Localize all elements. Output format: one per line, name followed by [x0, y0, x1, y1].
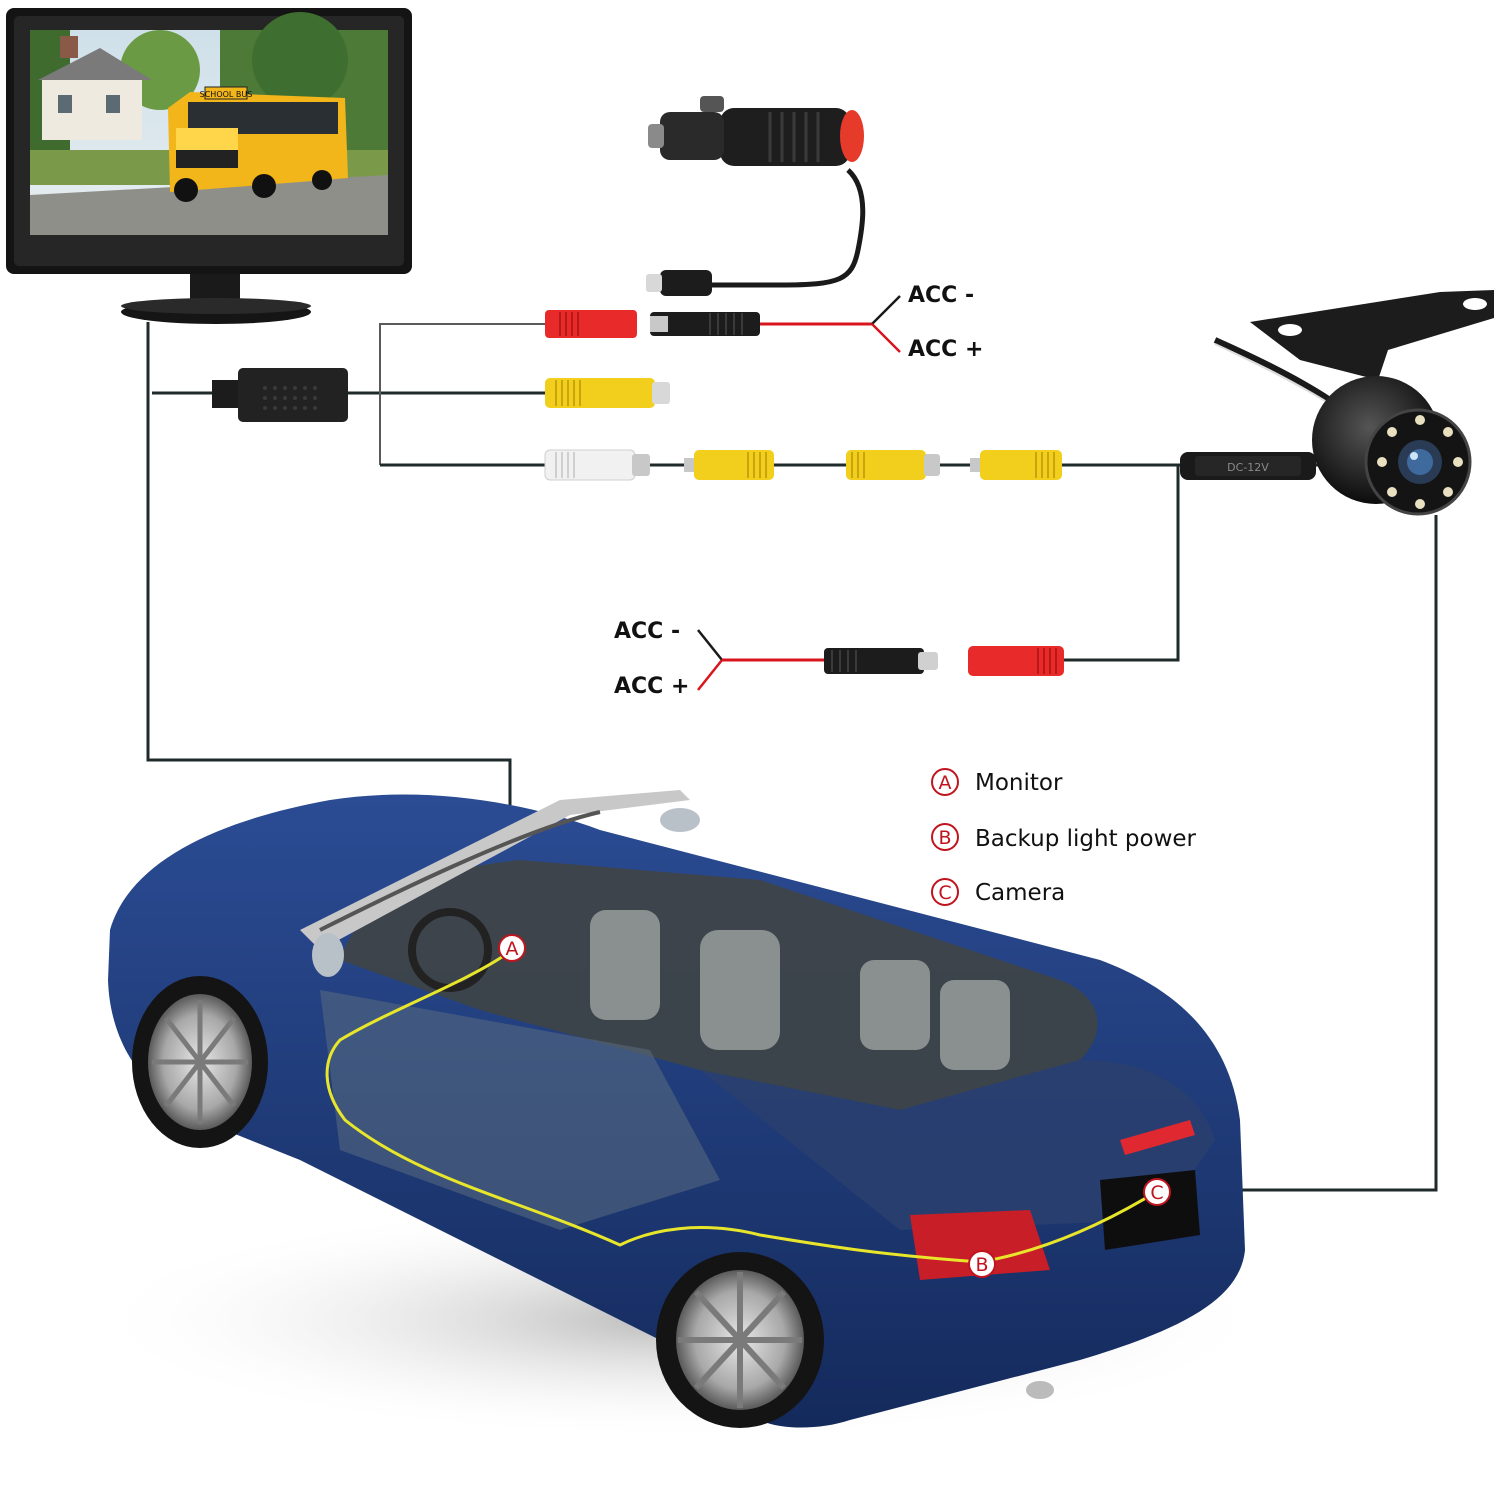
monitor-screen: SCHOOL BUS — [30, 12, 388, 235]
power-cable-top — [545, 295, 901, 353]
camera-power-box: DC-12V — [1180, 452, 1316, 480]
legend-marker-c: C — [938, 882, 951, 904]
power-cable-bottom — [697, 629, 1064, 691]
svg-text:B: B — [975, 1254, 988, 1276]
video-rca-yellow — [545, 378, 670, 408]
marker-b: B — [968, 1250, 996, 1278]
legend-item-monitor: A Monitor — [931, 768, 1063, 796]
legend-text-backup-light: Backup light power — [975, 826, 1197, 852]
marker-a: A — [498, 934, 526, 962]
cigarette-lighter-plug — [646, 96, 866, 296]
backup-camera — [1213, 290, 1494, 516]
svg-text:A: A — [506, 938, 519, 960]
legend-item-backup-light: B Backup light power — [931, 823, 1197, 852]
svg-text:C: C — [1150, 1182, 1163, 1204]
legend-text-monitor: Monitor — [975, 770, 1063, 796]
bus-sign: SCHOOL BUS — [200, 90, 253, 99]
acc-top-minus-label: ACC - — [908, 283, 974, 308]
legend-marker-a: A — [939, 772, 952, 794]
monitor: SCHOOL BUS — [6, 8, 412, 324]
convertible-car — [80, 790, 1280, 1440]
acc-bottom-plus-label: ACC + — [614, 674, 689, 699]
acc-top-plus-label: ACC + — [908, 337, 983, 362]
legend-item-camera: C Camera — [931, 878, 1065, 906]
acc-bottom-minus-label: ACC - — [614, 619, 680, 644]
power-junction — [212, 368, 348, 422]
legend-text-camera: Camera — [975, 880, 1065, 906]
video-extension-cable — [544, 449, 1062, 481]
camera-box-label: DC-12V — [1227, 461, 1269, 474]
legend: A Monitor B Backup light power C Camera — [931, 768, 1197, 906]
marker-c: C — [1143, 1178, 1171, 1206]
legend-marker-b: B — [938, 827, 951, 849]
